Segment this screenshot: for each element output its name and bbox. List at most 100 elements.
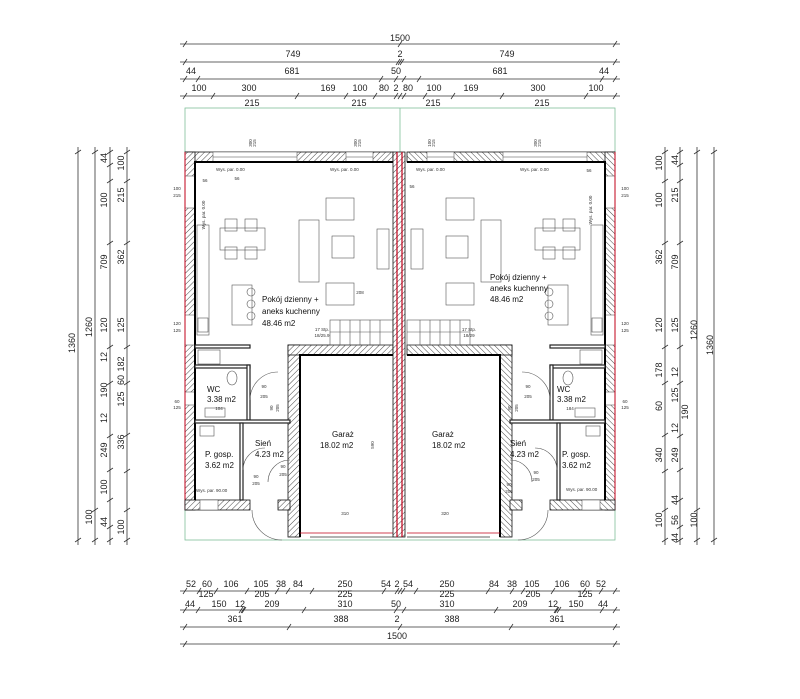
dim-label: 681 [284, 66, 299, 76]
dim-label: 56 [670, 515, 680, 525]
dimension-tick [676, 524, 684, 530]
dimension-tick [554, 606, 560, 614]
window-label: 300 [533, 139, 538, 147]
dimension-tick [676, 178, 684, 184]
dimension-tick [693, 149, 701, 155]
dimension-tick [372, 92, 378, 100]
dimension-tick [106, 162, 114, 168]
dim-label: 388 [333, 614, 348, 624]
dim-label: 1260 [689, 320, 699, 340]
dimension-tick [598, 587, 604, 595]
dimension-tick [106, 240, 114, 246]
sill-height: Wys. par. 0.00 [588, 195, 593, 224]
room-name-utility: P. gosp. [562, 450, 590, 459]
window-label: 100 [173, 186, 181, 191]
dim-label: 190 [99, 382, 109, 397]
dimension-tick [123, 507, 131, 513]
dimension-tick [182, 92, 188, 100]
dimension-tick [285, 587, 291, 595]
dimension-tick [676, 380, 684, 386]
dimension-tick [676, 497, 684, 503]
dimension-tick [106, 467, 114, 473]
dim-label: 215 [116, 187, 126, 202]
dim-label: 182 [116, 356, 126, 371]
room-name-wc: WC [557, 385, 571, 394]
dimension-tick [397, 92, 403, 100]
dimension-tick [106, 344, 114, 350]
dimension-tick [401, 606, 407, 614]
wall-inner-edge [299, 354, 393, 537]
room-area: 18.02 m2 [432, 441, 466, 450]
window-label: 215 [173, 193, 181, 198]
door-label: 205 [275, 404, 280, 412]
dim-label: 100 [588, 83, 603, 93]
window-label: 300 [248, 139, 253, 147]
dim-label: 215 [534, 98, 549, 108]
door-label: 90 [525, 384, 531, 389]
dim-label: 340 [654, 447, 664, 462]
dimension-tick [422, 92, 428, 100]
dim-label: 106 [554, 579, 569, 589]
dim-label: 709 [99, 254, 109, 269]
dim-label: 215 [244, 98, 259, 108]
dim-label: 215 [351, 98, 366, 108]
dimension-tick [182, 58, 188, 66]
dim-label: 60 [654, 401, 664, 411]
dimension-tick [210, 92, 216, 100]
window-label: 60 [622, 399, 628, 404]
garage-width: 310 [341, 511, 349, 516]
room-area: 3.38 m2 [557, 395, 586, 404]
door-label: 90 [261, 384, 267, 389]
window-label: 125 [173, 328, 181, 333]
room-area: 4.23 m2 [510, 450, 539, 459]
dim-label: 120 [99, 317, 109, 332]
dim-label: 749 [285, 49, 300, 59]
dim-label: 44 [670, 533, 680, 543]
dimension-tick [676, 240, 684, 246]
entrance-door-swing [251, 509, 283, 541]
dimension-tick [499, 92, 505, 100]
room-area: 3.38 m2 [207, 395, 236, 404]
dim-label: 209 [512, 599, 527, 609]
dimension-tick [599, 606, 605, 614]
dim-label: 310 [439, 599, 454, 609]
dim-label: 54 [381, 579, 391, 589]
dim-label: 100 [352, 83, 367, 93]
dim-label: 44 [99, 153, 109, 163]
dim-note: 56 [234, 176, 240, 181]
dim-label: 100 [84, 509, 94, 524]
dimension-tick [661, 507, 669, 513]
dim-label: 205 [525, 589, 540, 599]
room-name-hall: Sień [255, 439, 271, 448]
dim-label: 749 [499, 49, 514, 59]
dim-label: 1260 [84, 317, 94, 337]
dimension-tick [182, 623, 188, 631]
window-label: 100 [427, 139, 432, 147]
dim-total-height: 1360 [705, 335, 715, 355]
dim-label: 215 [670, 187, 680, 202]
dimension-tick [244, 587, 250, 595]
dimension-tick [238, 606, 244, 614]
dim-label: 225 [439, 589, 454, 599]
window-label: 215 [431, 139, 436, 147]
door-label: 90 [533, 470, 539, 475]
toilet [226, 370, 238, 386]
dimension-tick [397, 58, 403, 66]
dimension-tick [556, 606, 562, 614]
dim-label: 178 [654, 362, 664, 377]
dimension-tick [106, 524, 114, 530]
dimension-tick [661, 537, 669, 543]
dim-label: 2 [394, 614, 399, 624]
stairs-ratio: 18/25.9 [314, 333, 330, 338]
dimension-tick [394, 587, 400, 595]
room-area: 3.62 m2 [205, 461, 234, 470]
window [184, 175, 196, 209]
dim-label: 38 [276, 579, 286, 589]
dim-label: 205 [254, 589, 269, 599]
window-label: 215 [621, 193, 629, 198]
dimension-tick [676, 433, 684, 439]
dim-label: 50 [391, 66, 401, 76]
dim-label: 44 [185, 599, 195, 609]
door-label: 90 [507, 405, 512, 411]
